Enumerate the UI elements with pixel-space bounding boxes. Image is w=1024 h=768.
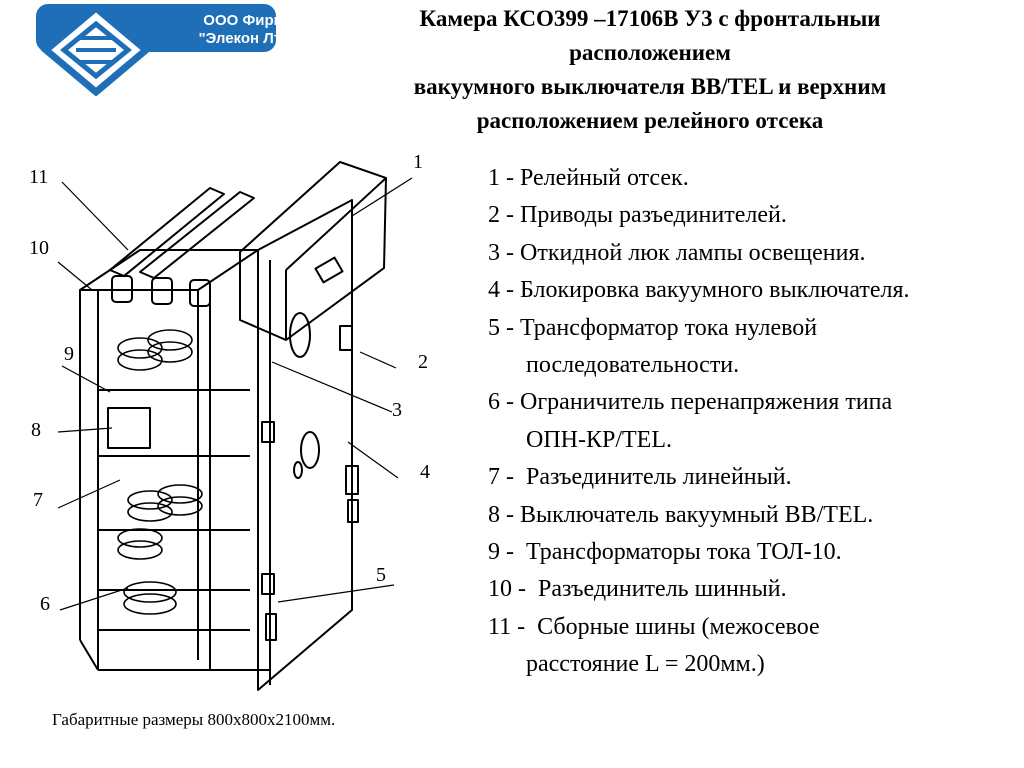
logo-graphic — [36, 3, 276, 97]
title-line-4: расположением релейного отсека — [476, 108, 824, 133]
legend-item-7: 7 - Разъединитель линейный. — [488, 459, 1018, 496]
dimensions-caption: Габаритные размеры 800х800х2100мм. — [52, 710, 336, 729]
legend-item-11: 11 - Сборные шины (межосевое расстояние … — [488, 609, 1018, 684]
legend-continuation: ОПН-КР/TEL. — [526, 426, 672, 453]
legend-num: 9 - — [488, 539, 526, 566]
callout-8: 8 — [31, 419, 41, 441]
legend-item-4: 4 - Блокировка вакуумного выключателя. — [488, 272, 1018, 309]
title-line-3: вакуумного выключателя ВВ/TEL и верхним — [413, 74, 887, 99]
legend-item-6: 6 - Ограничитель перенапряжения типа ОПН… — [488, 384, 1018, 459]
legend-num: 7 - — [488, 464, 526, 491]
callout-5: 5 — [376, 564, 386, 586]
legend-text: Ограничитель перенапряжения типа — [520, 389, 893, 416]
legend-text: Разъединитель линейный. — [526, 464, 792, 491]
legend-item-8: 8 - Выключатель вакуумный ВВ/TEL. — [488, 497, 1018, 534]
vacuum-breaker — [107, 407, 151, 449]
legend-text: Релейный отсек. — [520, 165, 689, 191]
legend-text: Трансформаторы тока ТОЛ-10. — [526, 539, 842, 566]
company-logo: ООО Фирма "Элекон Лтд" — [36, 3, 298, 97]
callout-11: 11 — [29, 166, 48, 188]
legend-num: 2 - — [488, 202, 520, 229]
legend-num: 11 - — [488, 613, 538, 640]
legend-item-2: 2 - Приводы разъединителей. — [488, 197, 1018, 234]
callout-7: 7 — [33, 489, 43, 511]
callout-3: 3 — [392, 399, 402, 421]
logo-text: ООО Фирма "Элекон Лтд" — [186, 12, 310, 48]
legend-num: 3 - — [488, 239, 520, 266]
legend-text: Сборные шины (межосевое — [537, 613, 820, 640]
side-panel — [257, 199, 353, 691]
callout-4: 4 — [420, 461, 430, 483]
legend-num: 8 - — [488, 501, 520, 528]
legend-item-3: 3 - Откидной люк лампы освещения. — [488, 235, 1018, 272]
busbar-1 — [109, 187, 225, 277]
legend-item-10: 10 - Разъединитель шинный. — [488, 571, 1018, 608]
legend-text: Приводы разъединителей. — [520, 202, 787, 229]
legend-item-5: 5 - Трансформатор тока нулевой последова… — [488, 310, 1018, 385]
legend-text: Блокировка вакуумного выключателя. — [520, 277, 910, 304]
switchgear-drawing: 1 2 3 4 5 6 7 8 9 10 11 — [29, 151, 430, 691]
frame-top — [79, 249, 259, 291]
page-title: Камера КСО399 –17106В У3 с фронтальныи р… — [300, 2, 1000, 138]
legend-text: Разъединитель шинный. — [538, 576, 787, 603]
title-line-2: расположением — [569, 40, 731, 65]
legend-text: Трансформатор тока нулевой — [520, 314, 818, 341]
component-legend: 1 - Релейный отсек. 2 - Приводы разъедин… — [488, 160, 1018, 684]
legend-item-1: 1 - Релейный отсек. — [488, 160, 1018, 197]
legend-num: 10 - — [488, 576, 538, 603]
callout-9: 9 — [64, 343, 74, 365]
legend-num: 6 - — [488, 389, 520, 416]
legend-continuation: последовательности. — [526, 352, 740, 379]
logo-line-2: "Элекон Лтд" — [198, 30, 298, 47]
legend-num: 1 - — [488, 165, 520, 191]
logo-line-1: ООО Фирма — [203, 12, 293, 29]
legend-num: 5 - — [488, 314, 520, 341]
callout-2: 2 — [418, 351, 428, 373]
legend-text: Выключатель вакуумный ВВ/TEL. — [520, 501, 874, 528]
callout-1: 1 — [413, 151, 423, 173]
legend-continuation: расстояние L = 200мм.) — [526, 651, 765, 678]
callout-10: 10 — [29, 237, 49, 259]
busbar-2 — [139, 191, 255, 279]
title-line-1: Камера КСО399 –17106В У3 с фронтальныи — [419, 6, 881, 31]
legend-text: Откидной люк лампы освещения. — [520, 239, 866, 266]
callout-6: 6 — [40, 593, 50, 615]
legend-item-9: 9 - Трансформаторы тока ТОЛ-10. — [488, 534, 1018, 571]
legend-num: 4 - — [488, 277, 520, 304]
relay-compartment — [239, 161, 387, 341]
